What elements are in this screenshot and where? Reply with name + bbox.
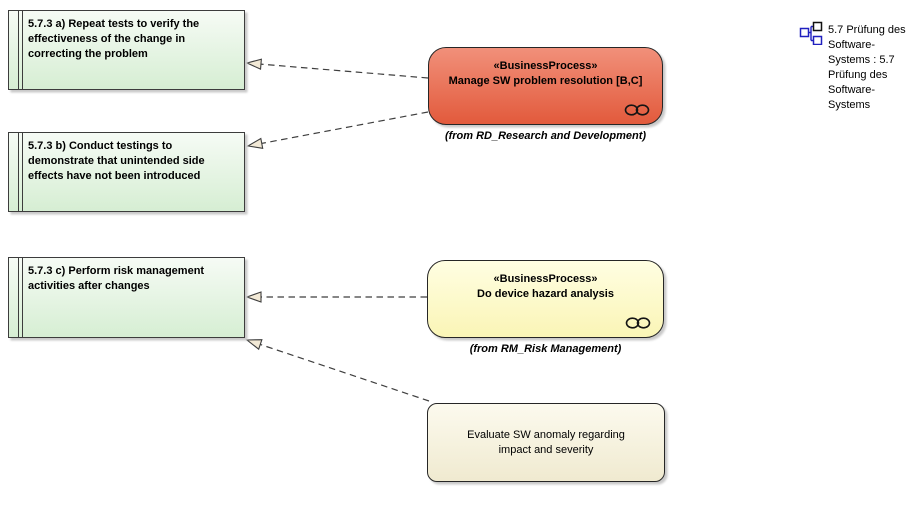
activity-node-evaluate-sw-anomaly[interactable]: Evaluate SW anomaly regarding impact and…	[427, 403, 665, 482]
realization-connector-evaluate-to-c[interactable]	[245, 339, 430, 402]
double-line-decoration	[18, 133, 23, 211]
process-chain-icon	[624, 104, 650, 116]
double-line-decoration	[18, 258, 23, 337]
process-chain-icon	[625, 317, 651, 329]
requirement-label: 5.7.3 c) Perform risk management activit…	[28, 265, 205, 292]
diagram-reference-icon	[799, 21, 823, 45]
double-line-decoration	[18, 11, 23, 89]
stereotype-label: «BusinessProcess»	[493, 60, 598, 72]
diagram-reference-label: 5.7 Prüfung des Software-Systems : 5.7 P…	[828, 24, 906, 111]
requirement-node-5-7-3-b[interactable]: 5.7.3 b) Conduct testings to demonstrate…	[8, 132, 245, 212]
activity-label: Evaluate SW anomaly regarding impact and…	[467, 428, 625, 456]
diagram-reference-legend[interactable]: 5.7 Prüfung des Software-Systems : 5.7 P…	[799, 21, 912, 113]
stereotype-label: «BusinessProcess»	[493, 273, 598, 285]
business-process-node-manage-sw-problem-resolution[interactable]: «BusinessProcess» Manage SW problem reso…	[428, 47, 663, 125]
requirement-node-5-7-3-a[interactable]: 5.7.3 a) Repeat tests to verify the effe…	[8, 10, 245, 90]
requirement-label: 5.7.3 b) Conduct testings to demonstrate…	[28, 140, 205, 182]
from-package-label: (from RM_Risk Management)	[469, 343, 622, 355]
business-process-node-do-device-hazard-analysis[interactable]: «BusinessProcess» Do device hazard analy…	[427, 260, 664, 338]
realization-connector-manage-to-b[interactable]	[246, 111, 429, 149]
from-package-label: (from RD_Research and Development)	[444, 130, 647, 142]
requirement-label: 5.7.3 a) Repeat tests to verify the effe…	[28, 18, 200, 60]
realization-connector-manage-to-a[interactable]	[245, 58, 429, 79]
process-title: Manage SW problem resolution [B,C]	[448, 75, 643, 87]
requirement-node-5-7-3-c[interactable]: 5.7.3 c) Perform risk management activit…	[8, 257, 245, 338]
process-title: Do device hazard analysis	[477, 288, 614, 300]
